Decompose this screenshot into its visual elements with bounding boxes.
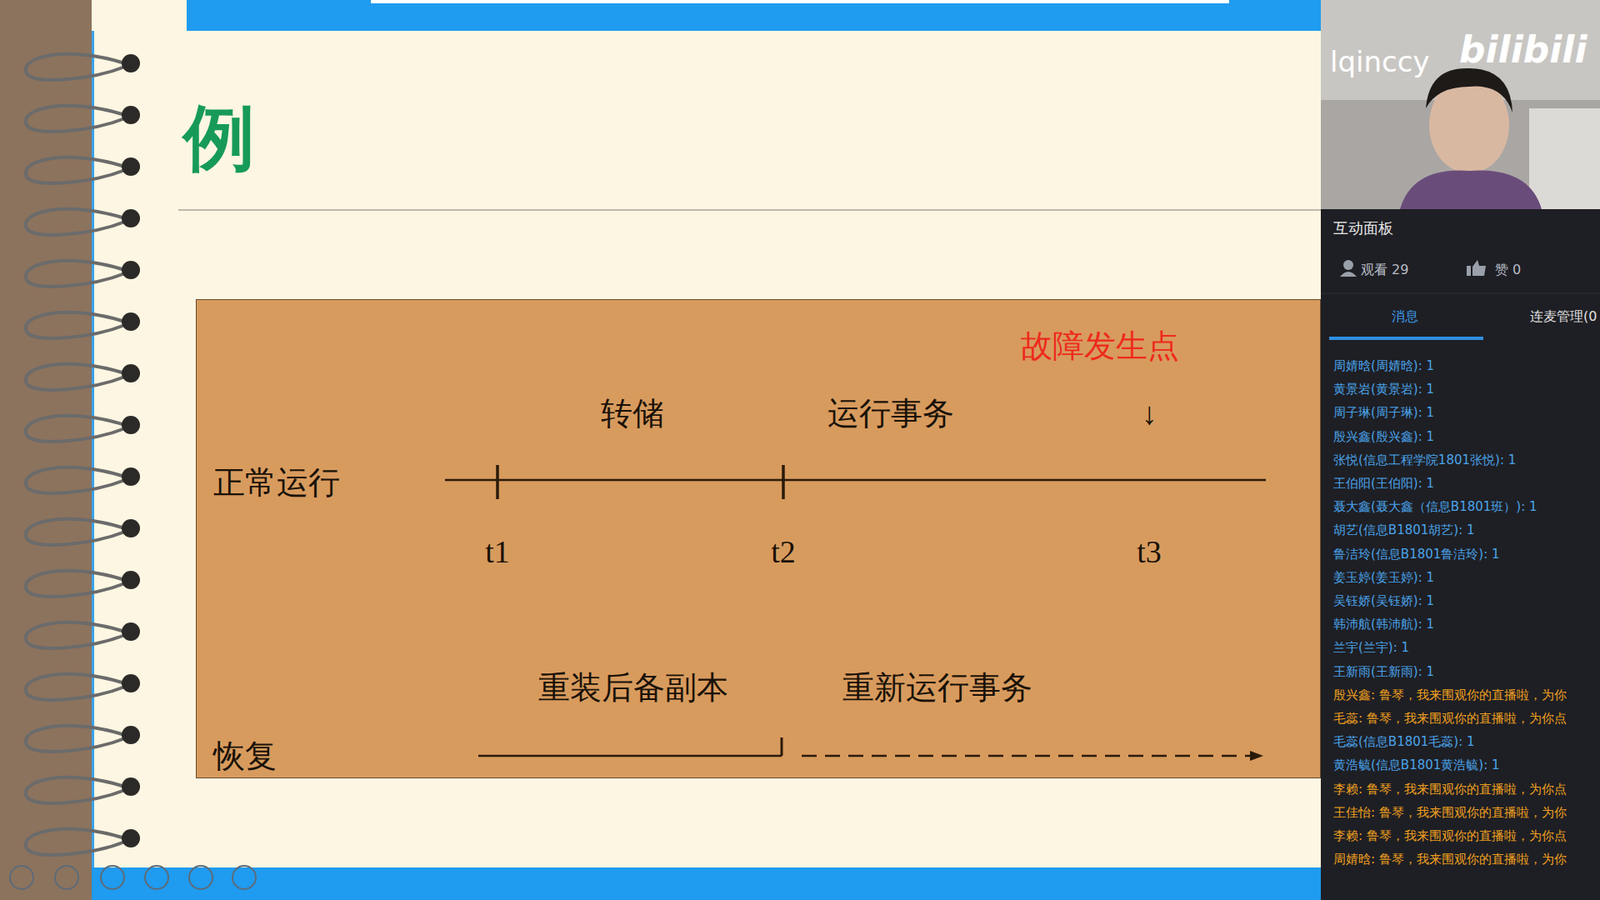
timeline-label: 恢复 xyxy=(213,740,277,772)
chat-message: 周婧晗: 鲁琴，我来围观你的直播啦，为你 xyxy=(1333,853,1567,866)
chat-message: 吴钰娇(吴钰娇): 1 xyxy=(1333,595,1435,608)
chat-message: 姜玉婷(姜玉婷): 1 xyxy=(1333,571,1435,585)
timeline-panel: 故障发生点转储 运行事务 ↓ 正常运行 t1 t2 t3 重装后备副本 重新运行事务恢复 xyxy=(195,299,1321,779)
chat-message: 周婧晗(周婧晗): 1 xyxy=(1333,360,1435,373)
chat-message: 毛蕊: 鲁琴，我来围观你的直播啦，为你点 xyxy=(1333,712,1567,725)
chat-message: 张悦(信息工程学院1801张悦): 1 xyxy=(1333,454,1516,467)
chat-message: 毛蕊(信息B1801毛蕊): 1 xyxy=(1333,735,1475,749)
timeline-label: 转储 xyxy=(600,397,665,430)
slide-title: 例 xyxy=(183,101,255,174)
chat-message: 聂大鑫(聂大鑫（信息B1801班）): 1 xyxy=(1333,500,1538,514)
timeline-label: t3 xyxy=(1136,535,1162,568)
timeline-label: 运行事务 xyxy=(827,397,955,430)
chat-message: 王新雨(王新雨): 1 xyxy=(1333,665,1435,679)
live-side-panel: lqinccy bilibili 互动面板观看 29 赞 0 消息 连麦管理(0 周婧晗(周… xyxy=(1320,0,1600,900)
chat-message: 鲁洁玲(信息B1801鲁洁玲): 1 xyxy=(1333,548,1500,561)
panel-heading: 互动面板 xyxy=(1333,220,1394,236)
chat-message: 李赖: 鲁琴，我来围观你的直播啦，为你点 xyxy=(1333,830,1567,843)
timeline-label: ↓ xyxy=(1141,397,1158,430)
chat-message: 胡艺(信息B1801胡艺): 1 xyxy=(1333,524,1475,537)
chat-message: 李赖: 鲁琴，我来围观你的直播啦，为你点 xyxy=(1333,783,1567,796)
timeline-label: 重装后备副本 xyxy=(538,671,729,704)
chat-message: 殷兴鑫: 鲁琴，我来围观你的直播啦，为你 xyxy=(1333,689,1567,702)
tab-label: 连麦管理(0 xyxy=(1530,310,1597,324)
timeline-label: t2 xyxy=(770,535,796,568)
chat-message: 王佳怡: 鲁琴，我来围观你的直播啦，为你 xyxy=(1333,806,1567,820)
like-count: 赞 0 xyxy=(1495,263,1521,277)
notebook-cover xyxy=(0,0,92,900)
chat-message: 殷兴鑫(殷兴鑫): 1 xyxy=(1333,430,1435,444)
tab-label: 消息 xyxy=(1391,310,1419,324)
chat-message: 黄浩毓(信息B1801黄浩毓): 1 xyxy=(1333,759,1500,772)
site-logo: bilibili xyxy=(1459,31,1587,69)
chat-message: 黄景岩(黄景岩): 1 xyxy=(1333,383,1435,396)
chat-message: 韩沛航(韩沛航): 1 xyxy=(1333,618,1435,631)
chat-message: 周子琳(周子琳): 1 xyxy=(1333,406,1435,420)
timeline-label: t1 xyxy=(485,535,510,568)
viewer-count: 观看 29 xyxy=(1360,263,1409,277)
chat-message: 王伯阳(王伯阳): 1 xyxy=(1333,477,1435,490)
timeline-label: 重新运行事务 xyxy=(842,671,1033,704)
chat-message: 兰宇(兰宇): 1 xyxy=(1333,641,1410,655)
timeline-label: 正常运行 xyxy=(213,466,340,499)
timeline-label: 故障发生点 xyxy=(1020,330,1180,362)
streamer-name: lqinccy xyxy=(1330,47,1430,76)
